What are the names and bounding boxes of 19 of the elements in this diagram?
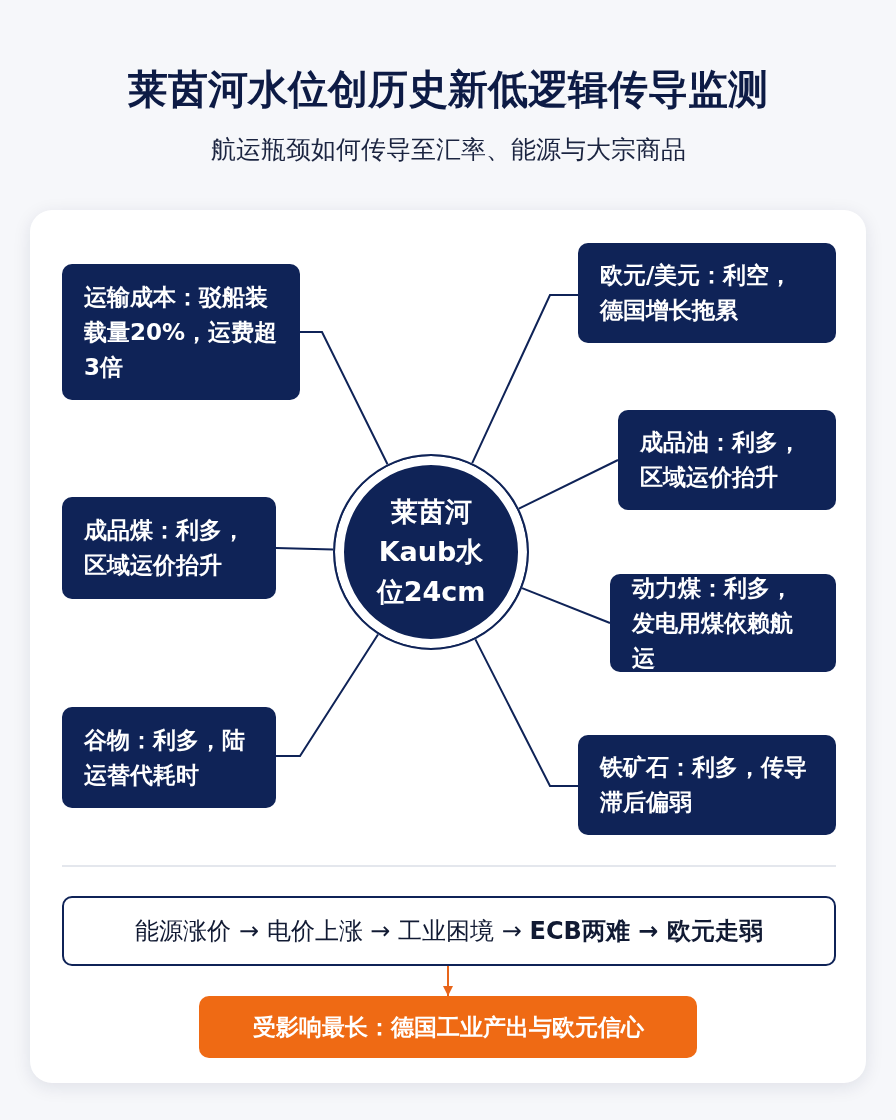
info-box: 谷物：利多，陆运替代耗时 xyxy=(62,707,276,808)
info-box: 成品煤：利多，区域运价抬升 xyxy=(62,497,276,599)
connector-line xyxy=(517,459,619,510)
info-box: 成品油：利多，区域运价抬升 xyxy=(618,410,836,510)
connector-line xyxy=(299,331,389,466)
info-box: 欧元/美元：利空，德国增长拖累 xyxy=(578,243,836,343)
connector-line xyxy=(474,638,579,787)
info-box: 动力煤：利多，发电用煤依赖航运 xyxy=(610,574,836,672)
result-box: 受影响最长：德国工业产出与欧元信心 xyxy=(199,996,697,1058)
connector-line xyxy=(275,633,379,757)
info-box: 运输成本：驳船装载量20%，运费超3倍 xyxy=(62,264,300,400)
subtitle: 航运瓶颈如何传导至汇率、能源与大宗商品 xyxy=(209,134,687,166)
connector-line xyxy=(471,294,579,465)
connector-line xyxy=(275,547,334,551)
chain-box: 能源涨价 → 电价上涨 → 工业困境 → ECB两难 → 欧元走弱 xyxy=(62,896,836,966)
arrow xyxy=(443,965,453,997)
info-box: 铁矿石：利多，传导滞后偏弱 xyxy=(578,735,836,835)
connector-line xyxy=(521,587,611,624)
title: 莱茵河水位创历史新低逻辑传导监测 xyxy=(127,65,769,114)
